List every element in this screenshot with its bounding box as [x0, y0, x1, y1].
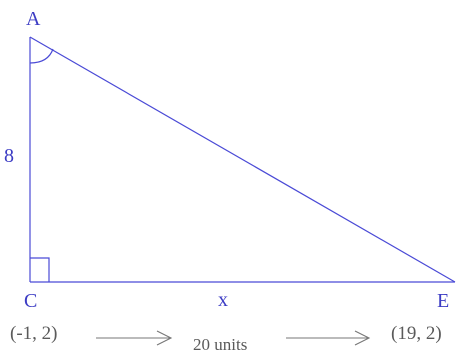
coordinate-e: (19, 2) — [391, 323, 442, 344]
right-angle-marker — [30, 257, 50, 282]
distance-label: 20 units — [193, 335, 247, 351]
side-ae — [29, 36, 456, 283]
vertex-label-a: A — [26, 8, 41, 30]
side-ac-label: 8 — [4, 145, 14, 167]
vertex-label-e: E — [437, 290, 449, 312]
angle-arc-a — [29, 48, 54, 64]
side-ce-label: x — [218, 289, 228, 311]
arrow-right-icon — [286, 330, 371, 346]
arrow-left-icon — [96, 330, 173, 346]
vertex-label-c: C — [24, 290, 37, 312]
coordinate-c: (-1, 2) — [10, 323, 57, 344]
